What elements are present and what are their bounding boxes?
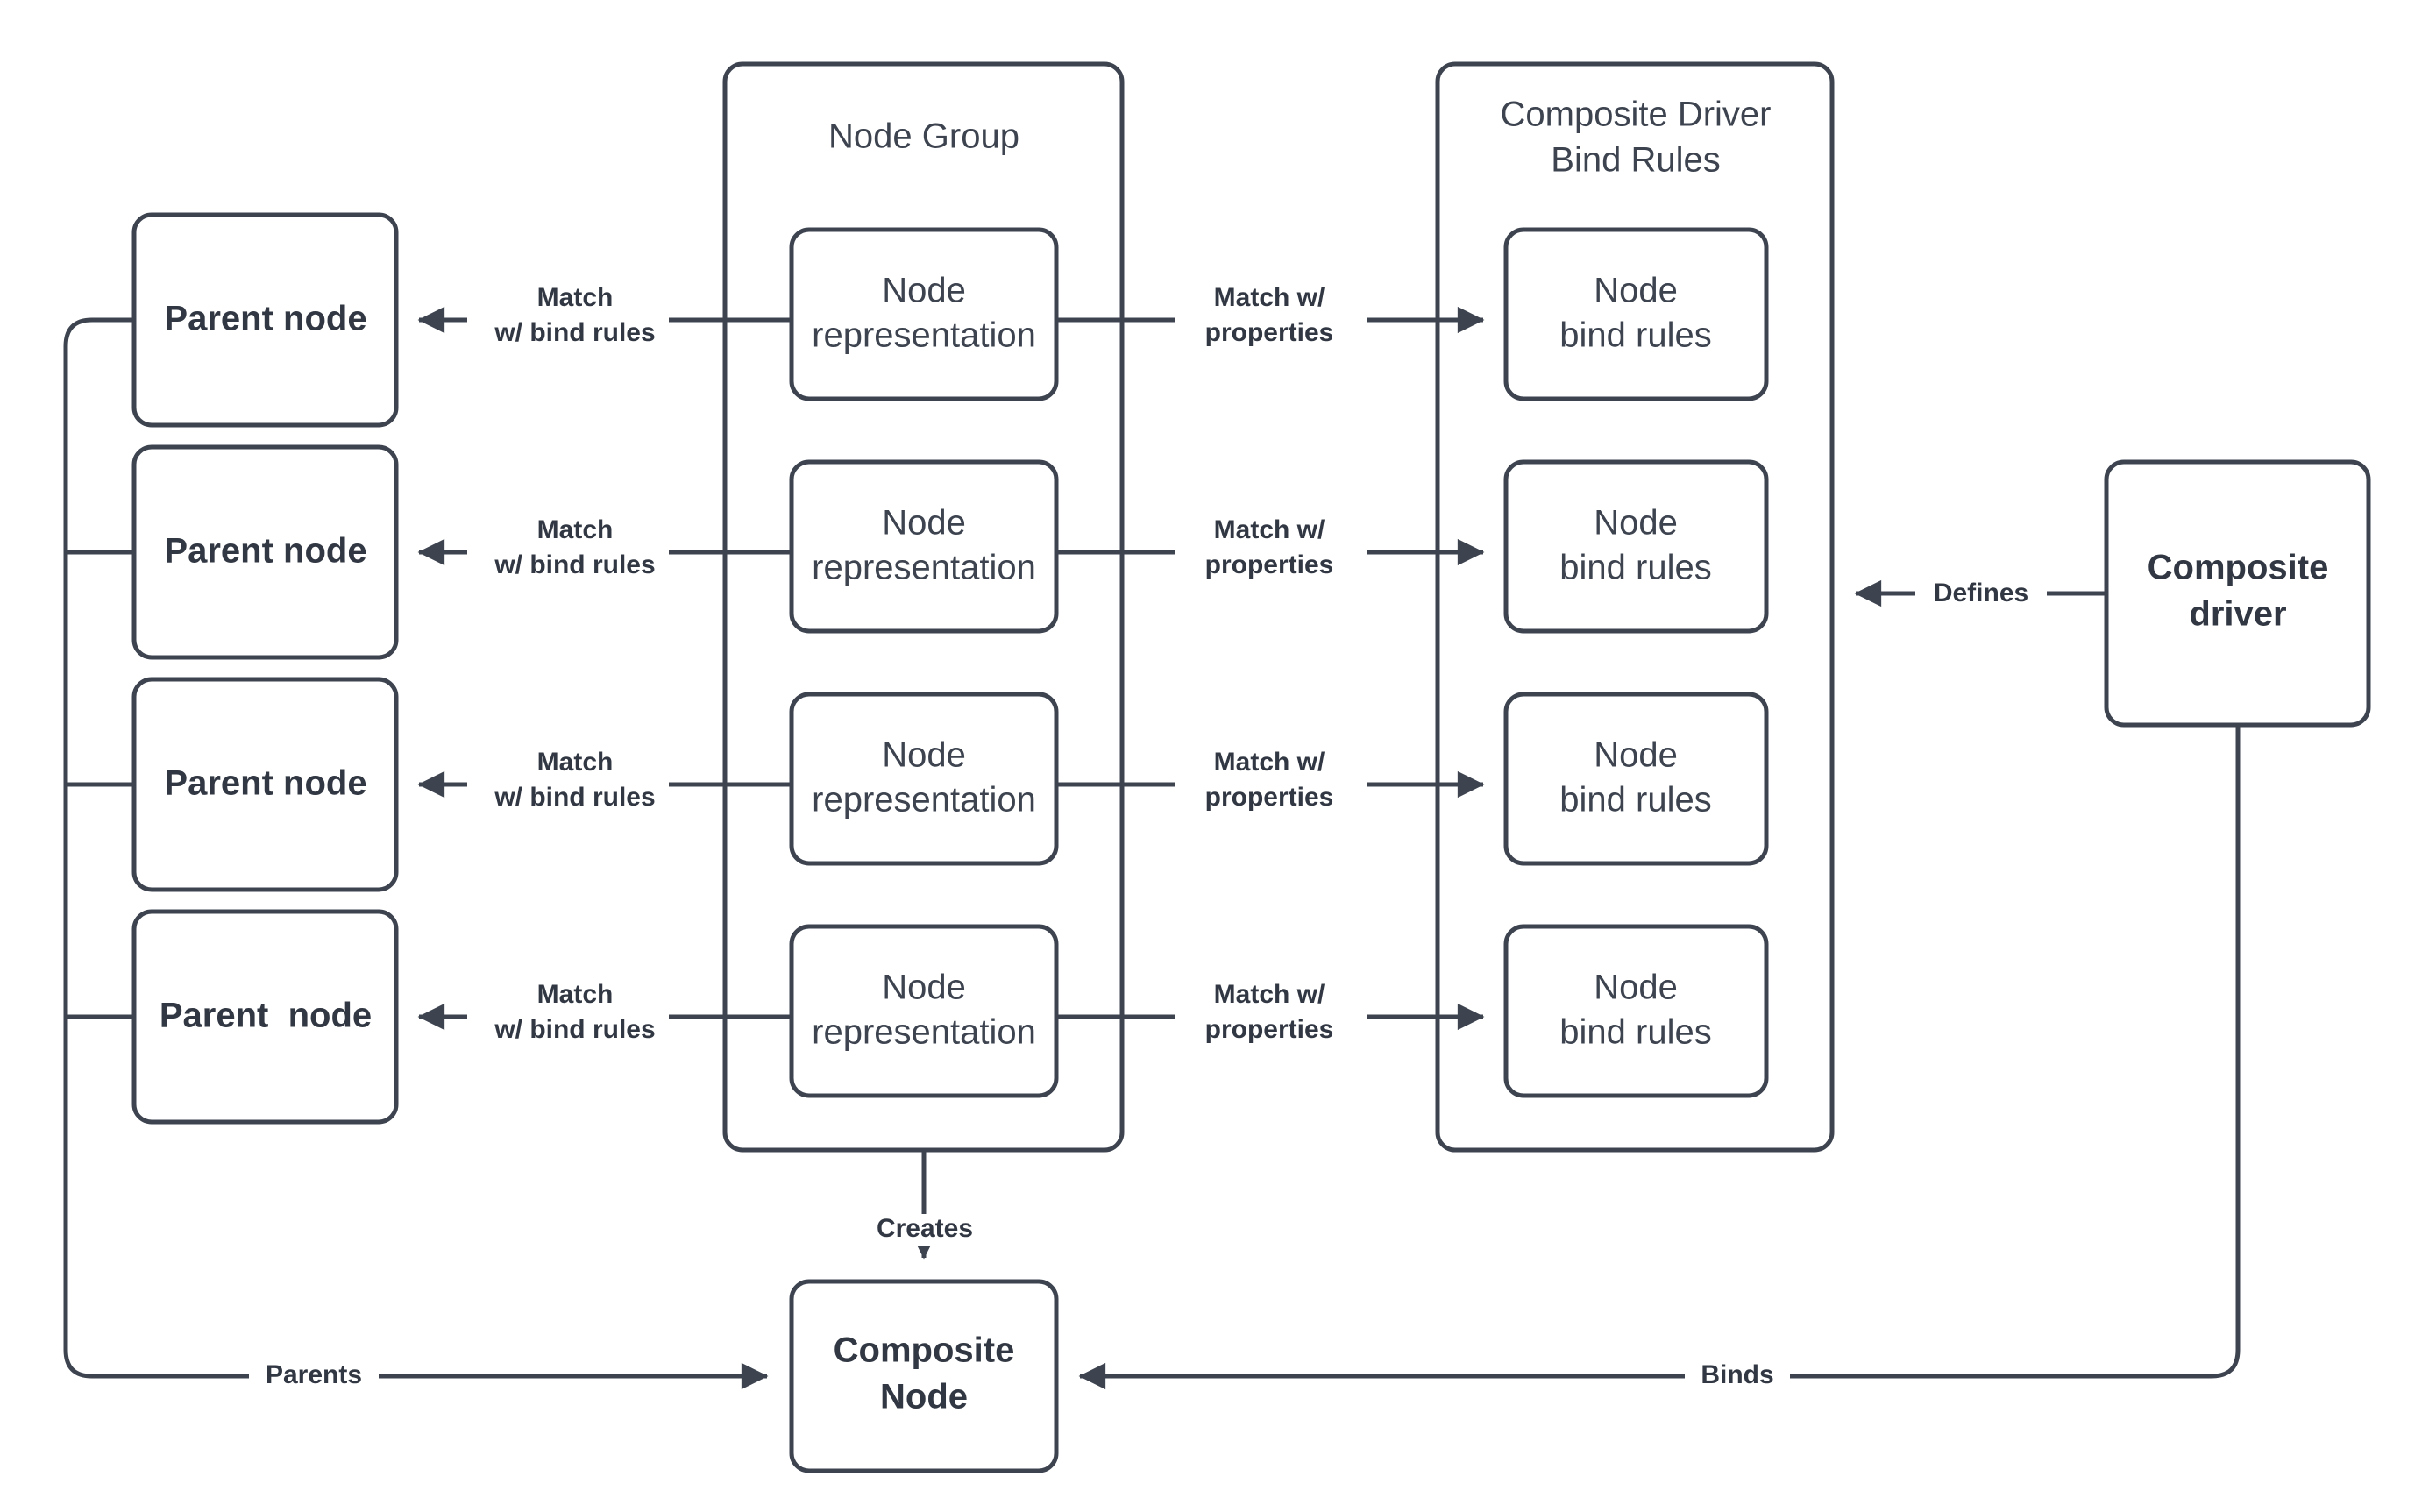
- parent-node-2[interactable]: Parent node: [131, 444, 399, 660]
- node-bind-rules-3-line1: Node: [1594, 736, 1678, 775]
- node-bind-rules-1[interactable]: Node bind rules: [1503, 227, 1769, 401]
- parent-node-4-label: Parent node: [160, 997, 372, 1035]
- composite-node[interactable]: Composite Node: [789, 1279, 1059, 1473]
- node-representation-1-box: [789, 227, 1059, 401]
- node-representation-1[interactable]: Node representation: [789, 227, 1059, 401]
- node-bind-rules-4[interactable]: Node bind rules: [1503, 924, 1769, 1098]
- parent-node-3-label: Parent node: [164, 764, 366, 803]
- parent-node-2-box: [131, 444, 399, 660]
- node-representation-4-line1: Node: [882, 969, 966, 1007]
- node-bind-rules-3[interactable]: Node bind rules: [1503, 692, 1769, 866]
- edge-label-match-properties-4-line1: Match w/: [1214, 980, 1325, 1009]
- parent-node-3[interactable]: Parent node: [131, 677, 399, 892]
- edge-label-match-properties-2-line2: properties: [1205, 550, 1334, 579]
- edge-label-match-properties-4-line2: properties: [1205, 1015, 1334, 1044]
- node-bind-rules-2-line2: bind rules: [1559, 549, 1711, 587]
- node-representation-4-line2: representation: [812, 1013, 1036, 1052]
- node-bind-rules-2[interactable]: Node bind rules: [1503, 459, 1769, 634]
- edge-label-parents: Parents: [249, 1360, 379, 1392]
- edge-label-defines: Defines: [1915, 579, 2047, 610]
- edge-label-match-bind-rules-2: Match w/ bind rules: [467, 515, 669, 593]
- edge-label-match-properties-3: Match w/ properties: [1175, 747, 1367, 826]
- parent-node-1-label: Parent node: [164, 300, 366, 338]
- node-representation-3-box: [789, 692, 1059, 866]
- node-representation-4[interactable]: Node representation: [789, 924, 1059, 1098]
- node-representation-2-box: [789, 459, 1059, 634]
- edge-label-match-bind-rules-2-line1: Match: [537, 515, 614, 544]
- edge-label-creates-text: Creates: [877, 1214, 973, 1243]
- node-bind-rules-3-line2: bind rules: [1559, 781, 1711, 820]
- edge-label-match-bind-rules-3-line1: Match: [537, 748, 614, 777]
- parent-node-3-box: [131, 677, 399, 892]
- edge-label-creates: Creates: [863, 1214, 987, 1246]
- node-group-container[interactable]: Node Group: [722, 61, 1125, 1153]
- edge-label-match-properties-3-line2: properties: [1205, 783, 1334, 812]
- parent-node-1-box: [131, 212, 399, 428]
- edge-label-match-bind-rules-3-line2: w/ bind rules: [494, 783, 655, 812]
- edge-label-match-bind-rules-4-line2: w/ bind rules: [494, 1015, 655, 1044]
- edge-binds: [1078, 725, 2241, 1390]
- edge-label-parents-text: Parents: [266, 1360, 362, 1389]
- node-bind-rules-2-box: [1503, 459, 1769, 634]
- node-representation-4-box: [789, 924, 1059, 1098]
- edge-label-match-bind-rules-2-line2: w/ bind rules: [494, 550, 655, 579]
- edge-label-defines-text: Defines: [1934, 579, 2028, 607]
- composite-node-line2: Node: [880, 1378, 968, 1416]
- bind-rules-group-border: [1435, 61, 1835, 1153]
- edge-label-match-properties-3-line1: Match w/: [1214, 748, 1325, 777]
- edge-label-match-bind-rules-3: Match w/ bind rules: [467, 747, 669, 826]
- edge-parents-to-composite-node: [63, 317, 769, 1390]
- edge-label-match-properties-1: Match w/ properties: [1175, 282, 1367, 361]
- parent-node-4[interactable]: Parent node: [131, 909, 399, 1125]
- node-representation-1-line1: Node: [882, 272, 966, 310]
- edge-label-binds: Binds: [1685, 1360, 1790, 1392]
- edge-label-match-properties-2-line1: Match w/: [1214, 515, 1325, 544]
- composite-driver[interactable]: Composite driver: [2104, 459, 2371, 728]
- edge-label-match-bind-rules-4-line1: Match: [537, 980, 614, 1009]
- bind-rules-group-title-line1: Composite Driver: [1501, 96, 1772, 134]
- edge-label-binds-text: Binds: [1701, 1360, 1773, 1389]
- edge-label-match-properties-2: Match w/ properties: [1175, 515, 1367, 593]
- node-bind-rules-1-line2: bind rules: [1559, 316, 1711, 355]
- parent-node-2-label: Parent node: [164, 532, 366, 571]
- node-bind-rules-4-line2: bind rules: [1559, 1013, 1711, 1052]
- node-bind-rules-2-line1: Node: [1594, 504, 1678, 543]
- composite-driver-line1: Composite: [2148, 549, 2329, 587]
- node-bind-rules-4-line1: Node: [1594, 969, 1678, 1007]
- composite-driver-line2: driver: [2189, 595, 2286, 634]
- edge-label-match-bind-rules-1-line1: Match: [537, 283, 614, 312]
- composite-driver-box: [2104, 459, 2371, 728]
- node-group-title: Node Group: [828, 117, 1019, 156]
- edge-group-match-bind-rules: [417, 306, 792, 1031]
- edge-label-match-properties-4: Match w/ properties: [1175, 979, 1367, 1058]
- node-bind-rules-1-box: [1503, 227, 1769, 401]
- edge-label-match-bind-rules-1-line2: w/ bind rules: [494, 318, 655, 347]
- node-representation-3-line1: Node: [882, 736, 966, 775]
- edge-label-match-properties-1-line1: Match w/: [1214, 283, 1325, 312]
- node-bind-rules-1-line1: Node: [1594, 272, 1678, 310]
- edge-label-match-properties-1-line2: properties: [1205, 318, 1334, 347]
- edge-label-match-bind-rules-4: Match w/ bind rules: [467, 979, 669, 1058]
- node-representation-3[interactable]: Node representation: [789, 692, 1059, 866]
- composite-node-box: [789, 1279, 1059, 1473]
- node-representation-3-line2: representation: [812, 781, 1036, 820]
- node-representation-2[interactable]: Node representation: [789, 459, 1059, 634]
- parent-node-1[interactable]: Parent node: [131, 212, 399, 428]
- bind-rules-group-container[interactable]: Composite Driver Bind Rules: [1435, 61, 1835, 1153]
- node-bind-rules-3-box: [1503, 692, 1769, 866]
- node-representation-1-line2: representation: [812, 316, 1036, 355]
- bind-rules-group-title-line2: Bind Rules: [1551, 141, 1720, 180]
- node-representation-2-line2: representation: [812, 549, 1036, 587]
- node-representation-2-line1: Node: [882, 504, 966, 543]
- node-bind-rules-4-box: [1503, 924, 1769, 1098]
- edge-label-match-bind-rules-1: Match w/ bind rules: [467, 282, 669, 361]
- composite-node-line1: Composite: [834, 1331, 1015, 1370]
- parent-node-4-box: [131, 909, 399, 1125]
- node-group-border: [722, 61, 1125, 1153]
